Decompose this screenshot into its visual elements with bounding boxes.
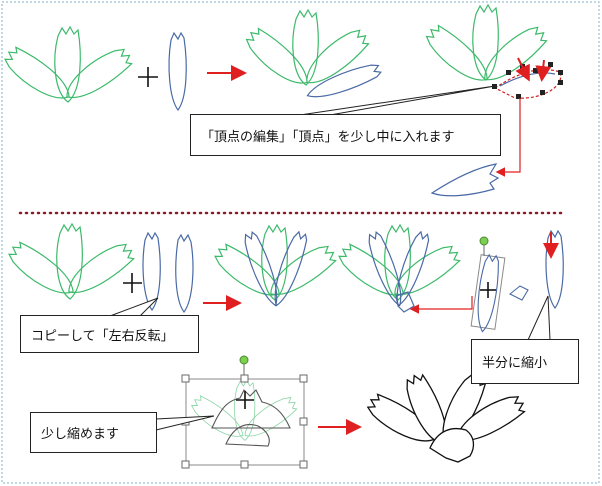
selection-handle-icon[interactable] (181, 374, 308, 469)
right-arrow-icon (535, 59, 552, 82)
combined-petals-2 (333, 224, 464, 313)
connector-line (495, 98, 521, 177)
blue-petal (168, 32, 187, 111)
vertex-edit-petals (420, 4, 562, 99)
right-arrow-icon (515, 57, 530, 82)
connector-line (409, 296, 473, 314)
callout-half-shrink: 半分に縮小 (471, 339, 579, 384)
shrink-selection-group (181, 374, 308, 469)
three-green-petals-row2 (3, 223, 138, 304)
callout-copy-flip: コピーして「左右反転」 (20, 315, 199, 353)
plus-icon (480, 282, 496, 298)
callout-edit-vertices: 「頂点の編集」「頂点」を少し中に入れます (190, 114, 501, 156)
selection-handle-icon[interactable] (492, 62, 563, 99)
rotation-handle-icon[interactable] (479, 236, 489, 246)
callout-pointer (109, 297, 159, 317)
small-petal-fragment (508, 285, 529, 301)
selected-rotated-petal (470, 253, 506, 334)
callout-pointer (527, 295, 551, 341)
plus-icon (123, 273, 142, 293)
blue-petals-pair (142, 232, 194, 313)
edited-blue-petal (430, 163, 500, 197)
callout-shrink-little: 少し縮めます (30, 412, 157, 453)
final-flower (362, 370, 529, 463)
callout-pointer (299, 85, 496, 116)
petals-with-blue-overlay (240, 9, 384, 105)
combined-petals (209, 224, 340, 310)
callout-pointer (155, 415, 215, 431)
narrow-blue-petal (545, 230, 564, 309)
rotation-handle-icon[interactable] (239, 355, 249, 365)
plus-icon (138, 67, 158, 87)
plus-icon (236, 391, 254, 409)
three-green-petals (0, 26, 136, 109)
